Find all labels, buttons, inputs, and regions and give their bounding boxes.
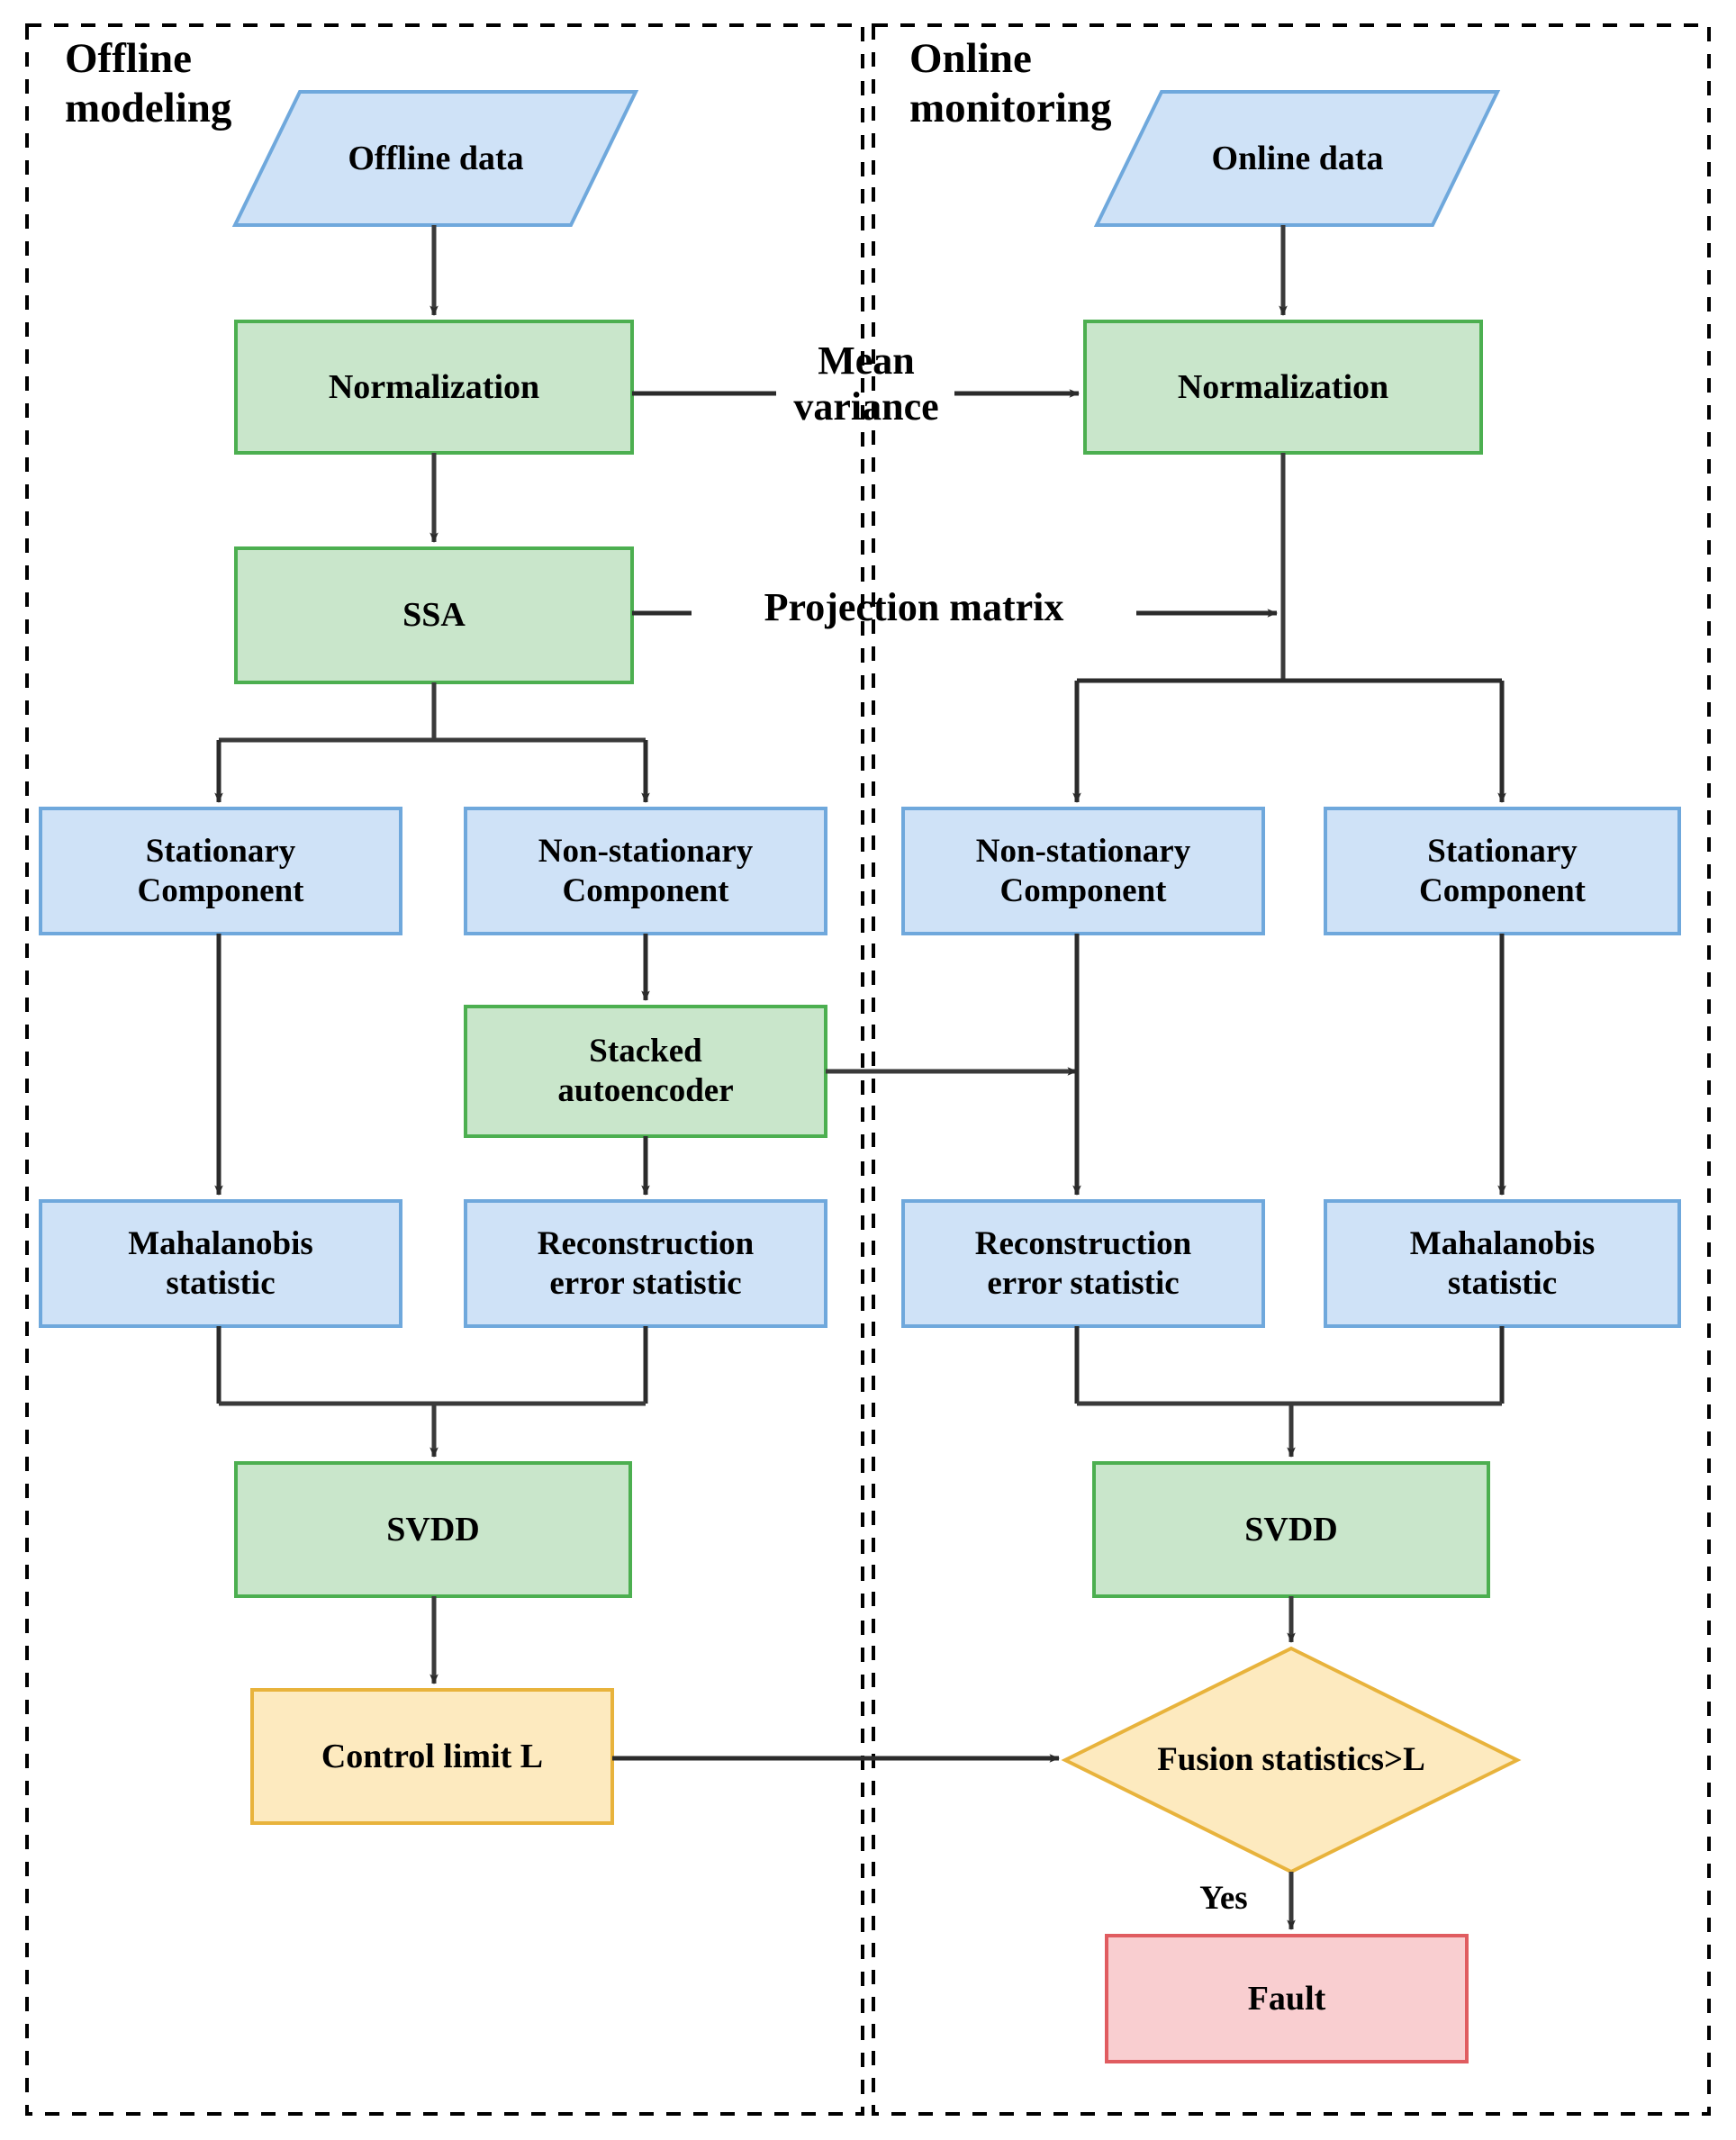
yes-edge-label: Yes	[1199, 1880, 1248, 1917]
online-non-stationary-component-box	[901, 807, 1265, 935]
offline-reconstruction-error-statistic-box	[464, 1199, 827, 1328]
online-decision-diamond	[1061, 1646, 1522, 1874]
offline-stationary-component-box	[39, 807, 402, 935]
offline-data-parallelogram	[231, 90, 639, 227]
offline-control-limit-box	[250, 1688, 614, 1825]
online-region-border	[872, 23, 1711, 2116]
offline-svdd-box	[234, 1461, 632, 1598]
offline-mahalanobis-statistic-box	[39, 1199, 402, 1328]
offline-ssa-box	[234, 546, 634, 684]
online-svdd-box	[1092, 1461, 1490, 1598]
online-section-title: Online monitoring	[909, 35, 1112, 131]
online-fault-box	[1105, 1934, 1469, 2063]
online-stationary-component-box	[1324, 807, 1681, 935]
mean-variance-edge-label: Mean variance	[793, 339, 939, 429]
offline-region-border	[25, 23, 864, 2116]
projection-matrix-edge-label: Projection matrix	[764, 585, 1064, 629]
online-mahalanobis-statistic-box	[1324, 1199, 1681, 1328]
online-data-parallelogram	[1093, 90, 1501, 227]
offline-section-title: Offline modeling	[65, 35, 232, 131]
offline-normalization-box	[234, 320, 634, 455]
online-reconstruction-error-statistic-box	[901, 1199, 1265, 1328]
online-normalization-box	[1083, 320, 1483, 455]
offline-non-stationary-component-box	[464, 807, 827, 935]
offline-stacked-autoencoder-box	[464, 1005, 827, 1138]
